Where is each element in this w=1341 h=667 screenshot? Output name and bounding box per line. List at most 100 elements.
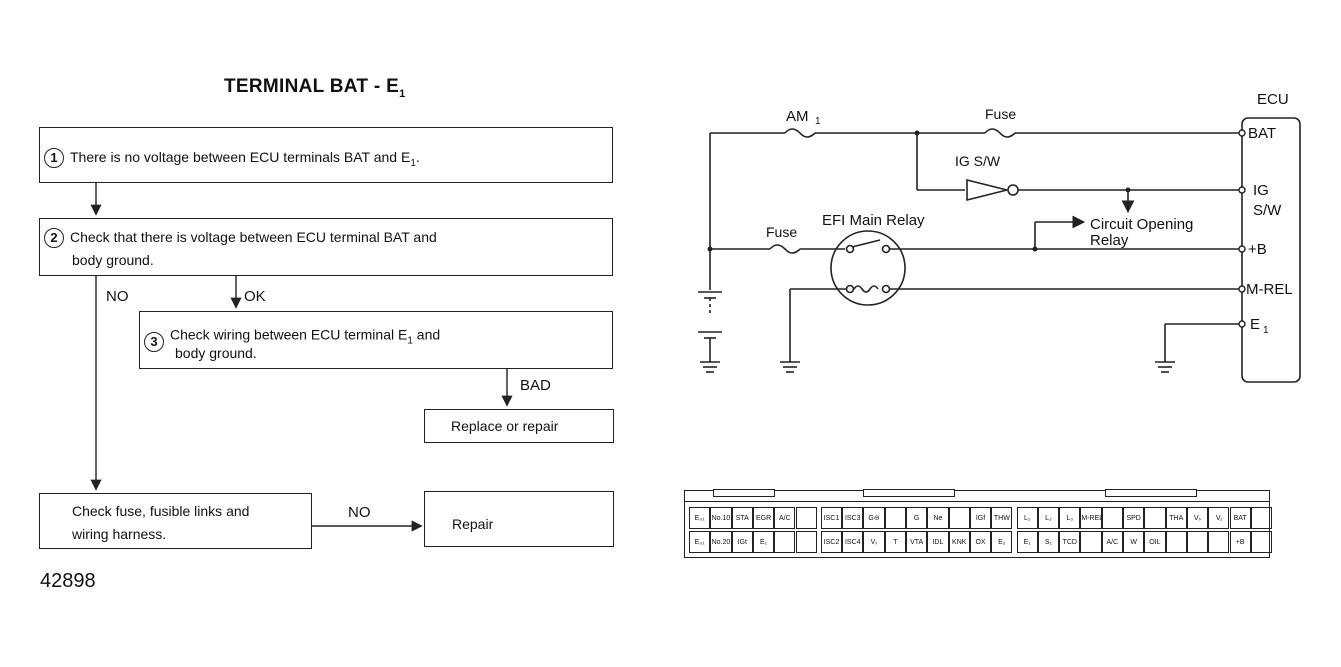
connector-tab-left [713,489,775,497]
connector-pin: L₃ [1059,507,1081,529]
connector-pin [1208,531,1230,553]
check-line1: Check fuse, fusible links and [72,503,250,519]
connector-pin: E₀₁ [689,507,711,529]
flowchart-connectors [90,182,513,532]
connector-pin: +B [1229,531,1251,553]
connector-pin: No.10 [710,507,732,529]
relay-label: Relay [1090,232,1129,249]
terminal-e1-subscript: 1 [1263,325,1269,336]
title-text: TERMINAL BAT - E [224,76,400,97]
mid-fuse-symbol [769,244,801,254]
circuit-diagram: ECU AM 1 Fuse IG S/W Fuse EFI Main Relay… [698,91,1301,383]
efi-relay-label: EFI Main Relay [822,212,925,229]
connector-pin: IGf [969,507,992,529]
terminal-sw: S/W [1253,202,1282,219]
connector-pin: THA [1165,507,1187,529]
connector-pin: EGR [752,507,775,529]
connector-pin: OIL [1144,531,1166,553]
connector-pin [1186,531,1209,553]
circuit-opening-label: Circuit Opening [1090,216,1193,233]
bad-label: BAD [520,377,551,394]
connector-pin: ISC4 [842,531,864,553]
connector-pin: BAT [1229,507,1251,529]
connector-pin: Ne [927,507,949,529]
step3-line1b: and [412,326,441,343]
page-title: TERMINAL BAT - E1 [224,76,406,100]
connector-pin: Vⱼ [1208,507,1230,529]
connector-tab-mid [863,489,955,497]
step1-number: 1 [44,148,64,169]
no-label-2: NO [348,504,371,521]
step3-line2: body ground. [175,345,257,361]
connector-pin [1080,531,1102,553]
step2-number: 2 [44,228,64,249]
connector-pin [1250,531,1273,553]
terminal-e1: E [1250,316,1260,333]
check-line2: wiring harness. [72,526,167,542]
step3-sub: 1 [407,335,413,347]
step1-text: 1 There is no voltage between ECU termina… [44,147,420,174]
connector-pin: T [884,531,906,553]
connector-pin: E₁ [1016,531,1038,553]
connector-pin: KNK [948,531,970,553]
connector-pin: No.20 [710,531,732,553]
step2-text: 2 Check that there is voltage between ECU… [44,227,437,249]
connector-pin: ISC2 [820,531,843,553]
step2-box: 2 Check that there is voltage between ECU… [39,218,613,276]
connector-pin: TCD [1059,531,1081,553]
step1-box: 1 There is no voltage between ECU termina… [39,127,613,183]
terminal-bat: BAT [1248,125,1276,142]
ecu-label: ECU [1257,91,1289,108]
connector-pin [1101,507,1123,529]
step3-number: 3 [144,332,164,352]
am1-subscript: 1 [815,116,821,127]
connector-pin: STA [731,507,753,529]
connector-pin: G⊖ [863,507,885,529]
connector-pin: E₀₁ [689,531,711,553]
connector-pin: Vₛ [1186,507,1209,529]
connector-pin [795,507,817,529]
connector-pin [795,531,817,553]
replace-text: Replace or repair [451,418,559,434]
repair-box: Repair [424,491,614,547]
connector-pin: A/C [774,507,796,529]
connector-pin: E₁ [752,531,775,553]
step1-tail: . [415,149,420,165]
connector-pin [1144,507,1166,529]
connector-pin: IDL [927,531,949,553]
connector-pin: S₁ [1037,531,1060,553]
connector-pin [1250,507,1273,529]
connector-pin: G [906,507,928,529]
connector-pin: W [1123,531,1145,553]
fuse-mid-label: Fuse [766,224,797,240]
fuse-top-label: Fuse [985,106,1016,122]
connector-pin: M-REL [1080,507,1102,529]
connector-pin [948,507,970,529]
step3-line1a: Check wiring between ECU terminal E [170,326,408,343]
connector-pin: OX [969,531,992,553]
check-box: Check fuse, fusible links and wiring har… [39,493,312,549]
step2-line1: Check that there is voltage between ECU … [70,229,437,245]
connector-pin: A/C [1101,531,1123,553]
connector-pin [774,531,796,553]
connector-pin: Vₜ [863,531,885,553]
step2-line2: body ground. [72,252,154,268]
step3-box: 3 Check wiring between ECU terminal E1 an… [139,311,613,369]
connector-pin: L₁ [1016,507,1038,529]
terminal-ig: IG [1253,182,1269,199]
step1-label: There is no voltage between ECU terminal… [70,149,411,165]
connector-pin [1165,531,1187,553]
connector-tab-right [1105,489,1197,497]
connector-pin: SPD [1123,507,1145,529]
connector-pin: ISC3 [842,507,864,529]
am1-label: AM [786,108,809,125]
replace-box: Replace or repair [424,409,614,443]
connector-pin: ISC1 [820,507,843,529]
connector-pin: IGt [731,531,753,553]
repair-text: Repair [452,516,494,532]
connector-pin: VTA [906,531,928,553]
terminal-mrel: M-REL [1246,281,1293,298]
connector-pin: L₂ [1037,507,1060,529]
